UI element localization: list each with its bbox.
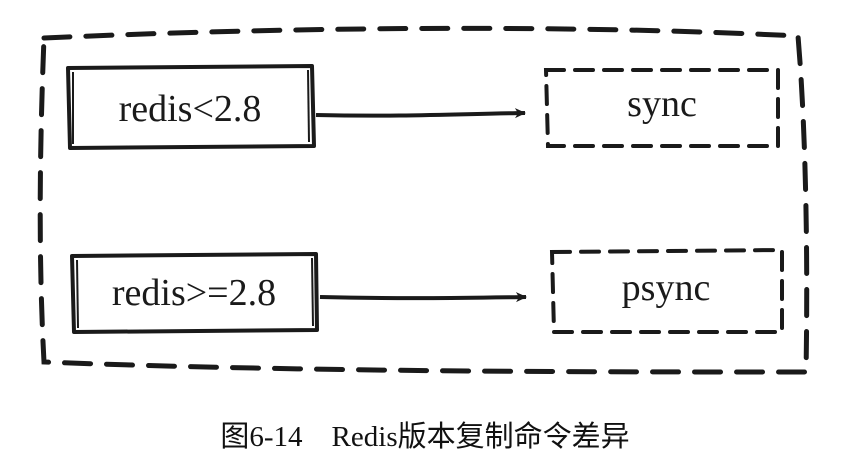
arrow-row-2	[319, 292, 527, 303]
condition-label-row-1: redis<2.8	[119, 88, 262, 130]
figure-number: 图6-14	[220, 421, 303, 453]
outer-dashed-frame	[37, 25, 810, 375]
command-box-row-1: sync	[543, 68, 780, 148]
arrow-row-1	[315, 108, 526, 119]
condition-box-row-2: redis>=2.8	[70, 252, 319, 334]
command-box-row-2: psync	[549, 247, 784, 334]
redis-replication-diagram: redis<2.8 sync redis>=2.8 psync	[37, 25, 810, 375]
condition-label-row-2: redis>=2.8	[112, 272, 276, 314]
figure-title: Redis版本复制命令差异	[331, 421, 630, 453]
figure-caption: 图6-14 Redis版本复制命令差异	[0, 413, 850, 455]
condition-box-row-1: redis<2.8	[66, 64, 316, 150]
command-label-row-2: psync	[622, 267, 711, 309]
command-label-row-1: sync	[627, 83, 697, 125]
